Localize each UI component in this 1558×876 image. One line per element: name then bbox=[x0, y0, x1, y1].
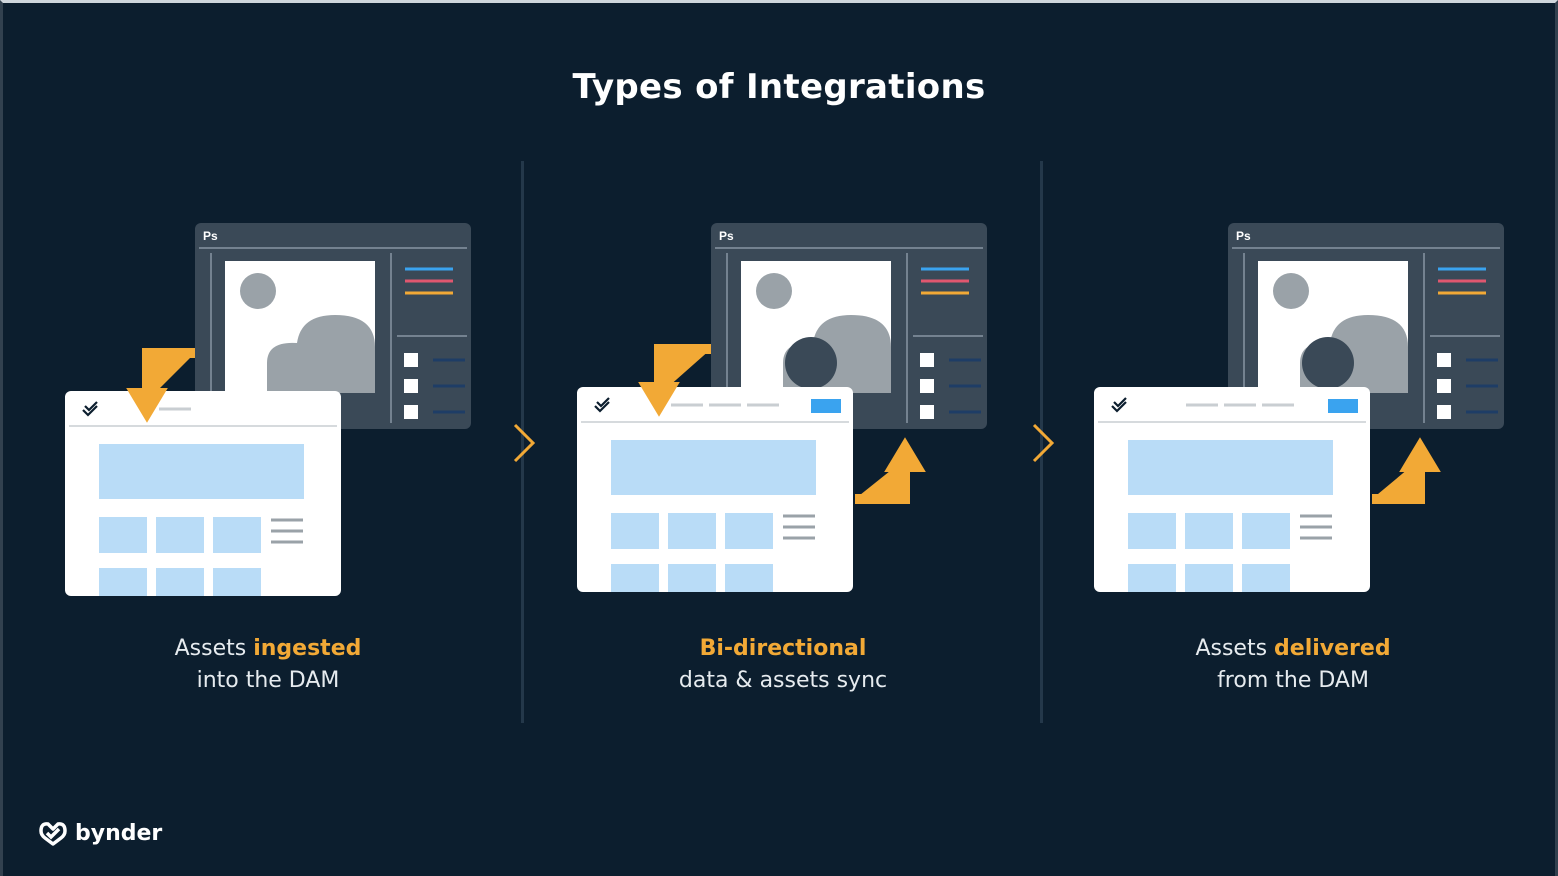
deliver-arrow-icon bbox=[1372, 437, 1441, 504]
integration-panel-deliver: Ps bbox=[1076, 223, 1556, 623]
dam-window bbox=[1094, 387, 1370, 592]
caption-bidirectional: Bi-directional data & assets sync bbox=[603, 633, 963, 697]
integration-panel-bidirectional: Ps bbox=[559, 223, 1039, 623]
chevron-right-icon bbox=[513, 423, 536, 463]
caption-line-1: Bi-directional bbox=[603, 633, 963, 665]
integration-panel-ingest: Ps bbox=[43, 223, 523, 623]
photoshop-window: Ps bbox=[1228, 223, 1504, 429]
caption-deliver: Assets delivered from the DAM bbox=[1113, 633, 1473, 697]
caption-line-2: data & assets sync bbox=[678, 668, 888, 693]
bynder-logo: bynder bbox=[37, 820, 162, 846]
caption-prefix: Assets bbox=[1195, 636, 1275, 661]
divider-left bbox=[521, 161, 524, 723]
photoshop-window: Ps bbox=[195, 223, 471, 429]
caption-prefix: Assets bbox=[174, 636, 254, 661]
caption-line-1: Assets ingested bbox=[88, 633, 448, 665]
slide-title: Types of Integrations bbox=[572, 67, 986, 107]
deliver-arrow-icon bbox=[855, 437, 926, 504]
caption-ingest: Assets ingested into the DAM bbox=[88, 633, 448, 697]
bidirectional-illustration: Ps bbox=[577, 223, 987, 592]
caption-highlight: Bi-directional bbox=[699, 636, 867, 661]
ingest-arrow-icon bbox=[638, 344, 711, 417]
caption-line-2: from the DAM bbox=[1217, 668, 1369, 693]
ps-label: Ps bbox=[203, 229, 218, 243]
photoshop-window: Ps bbox=[711, 223, 987, 429]
dam-window bbox=[65, 391, 341, 596]
caption-line-2: into the DAM bbox=[196, 668, 340, 693]
chevron-right-icon bbox=[1032, 423, 1055, 463]
bynder-logo-icon bbox=[39, 822, 67, 846]
deliver-illustration: Ps bbox=[1094, 223, 1504, 592]
ps-label: Ps bbox=[719, 229, 734, 243]
ingest-illustration: Ps bbox=[65, 223, 471, 596]
divider-right bbox=[1040, 161, 1043, 723]
caption-highlight: delivered bbox=[1274, 636, 1391, 661]
dam-window bbox=[577, 387, 853, 592]
ingest-arrow-icon bbox=[126, 348, 195, 423]
caption-line-1: Assets delivered bbox=[1113, 633, 1473, 665]
ps-label: Ps bbox=[1236, 229, 1251, 243]
caption-highlight: ingested bbox=[253, 636, 362, 661]
logo-text: bynder bbox=[75, 820, 163, 846]
